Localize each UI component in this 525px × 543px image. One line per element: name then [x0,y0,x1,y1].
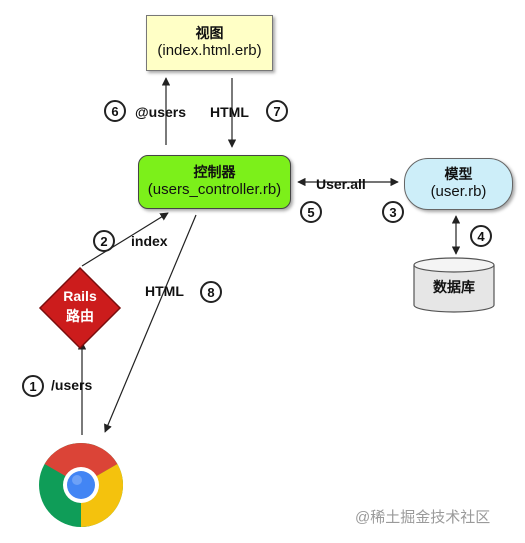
step-badge-8: 8 [200,281,222,303]
edge-label-user-all: User.all [316,176,366,192]
view-file: (index.html.erb) [157,42,262,60]
edge-router-to-controller [81,212,169,267]
router-diamond [38,266,122,350]
edge-label-html-view: HTML [210,104,249,120]
controller-node: 控制器 (users_controller.rb) [138,155,291,209]
edge-label-html-browser: HTML [145,283,184,299]
step-badge-2: 2 [93,230,115,252]
controller-title: 控制器 [193,163,236,180]
view-title: 视图 [195,24,224,41]
database-cylinder [413,257,495,313]
controller-file: (users_controller.rb) [147,181,282,199]
edge-label-users: /users [51,377,93,393]
watermark: @稀土掘金技术社区 [355,509,491,526]
edge-label-at-users: @users [135,104,187,120]
step-badge-6: 6 [104,100,126,122]
edge-label-index: index [131,233,168,249]
step-badge-3: 3 [382,201,404,223]
view-node: 视图 (index.html.erb) [146,15,273,71]
model-node: 模型 (user.rb) [404,158,513,210]
chrome-browser-icon [39,442,124,527]
edge-controller-to-browser [104,214,197,433]
router-line-2: 路由 [66,308,94,325]
model-title: 模型 [444,165,473,182]
database-label: 数据库 [433,279,475,295]
router-line-1: Rails [63,288,97,304]
router-label: Rails 路由 [48,286,112,327]
step-badge-7: 7 [266,100,288,122]
step-badge-1: 1 [22,375,44,397]
step-badge-4: 4 [470,225,492,247]
model-file: (user.rb) [430,183,487,201]
step-badge-5: 5 [300,201,322,223]
